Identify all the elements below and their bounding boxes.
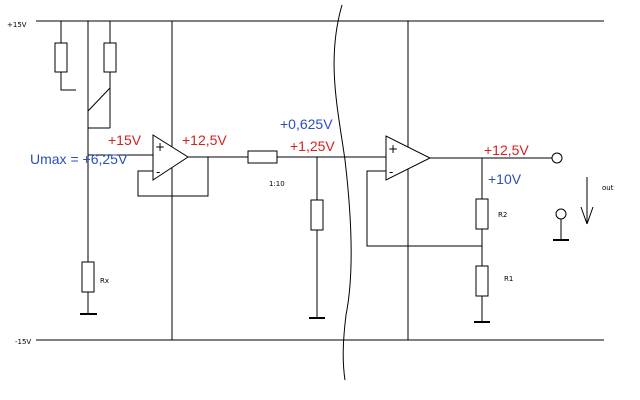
umax-annotation: Umax = +6,25V: [30, 151, 128, 167]
output-terminal: [551, 152, 563, 164]
opamp1-supply-annotation: +15V: [108, 132, 142, 148]
resistor-top-right: [103, 42, 117, 73]
break-line: [333, 4, 352, 381]
opamp-1: + -: [137, 134, 209, 197]
resistor-r1: [475, 265, 489, 297]
divider-shunt-resistor: [310, 199, 324, 231]
ground-terminal: [555, 208, 567, 220]
switch-contact: [87, 87, 111, 112]
divider-series-resistor: [247, 150, 278, 164]
r1-label: R1: [504, 275, 513, 283]
resistor-rx: [81, 261, 95, 293]
opamp1-output-annotation: +12,5V: [182, 132, 227, 148]
input-branch: [54, 21, 140, 315]
divider-red-annotation: +1,25V: [290, 138, 335, 154]
divider-blue-annotation: +0,625V: [280, 116, 333, 132]
output-arrow: [580, 177, 594, 225]
opamp1-plus: +: [155, 140, 165, 154]
opamp2-plus: +: [388, 142, 398, 156]
resistor-top-left: [54, 42, 68, 73]
r2-label: R2: [498, 211, 507, 219]
opamp2-minus: -: [389, 165, 393, 179]
opamp-2: + -: [366, 135, 482, 247]
opamp2-output-annotation: +12,5V: [484, 142, 529, 158]
rx-label: Rx: [100, 277, 109, 285]
resistor-r2: [475, 198, 489, 230]
positive-rail-label: +15V: [7, 21, 27, 29]
out-label: out: [602, 184, 614, 192]
opamp2-blue-annotation: +10V: [488, 171, 522, 187]
negative-rail-label: -15V: [15, 338, 31, 346]
opamp1-minus: -: [156, 165, 160, 179]
divider-ratio-label: 1:10: [269, 180, 285, 188]
